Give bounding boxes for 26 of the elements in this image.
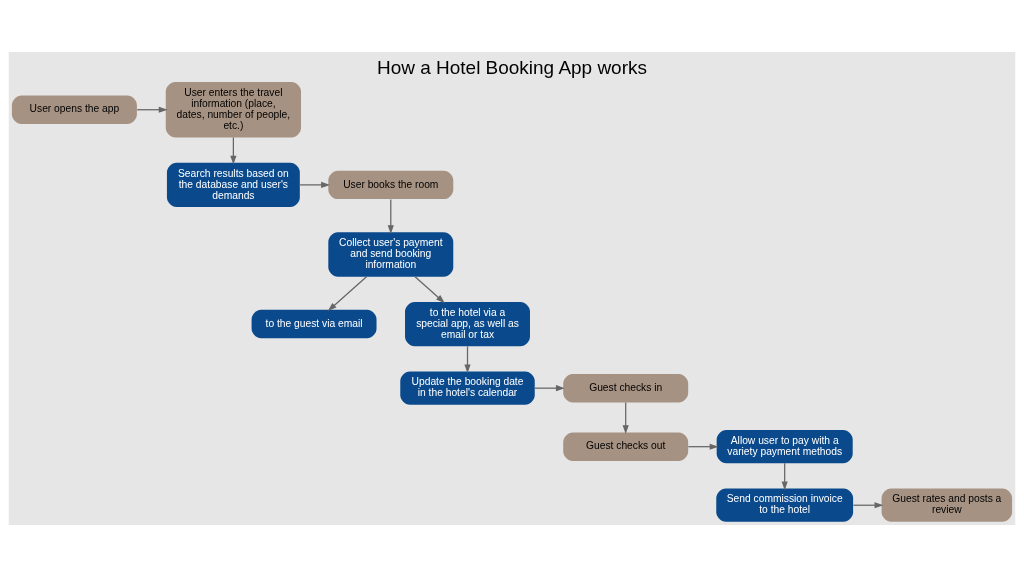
node-box: to the guest via email — [251, 309, 377, 339]
node-box: Guest checks in — [563, 373, 689, 403]
node-box: Search results based on the database and user's demands — [166, 162, 300, 208]
arrow — [687, 443, 719, 450]
node-box: Update the booking date in the hotel's calendar — [400, 371, 535, 405]
arrow — [852, 502, 884, 509]
arrow — [414, 276, 445, 304]
arrow — [299, 181, 330, 188]
arrow — [534, 385, 565, 392]
node-box: Send commission invoice to the hotel — [716, 488, 854, 522]
node-box: User books the room — [328, 170, 454, 200]
arrow — [464, 345, 471, 374]
arrow — [136, 106, 168, 113]
arrow — [387, 198, 394, 235]
arrow — [230, 136, 237, 165]
node-box: Allow user to pay with a variety payment methods — [716, 430, 853, 464]
diagram-title: How a Hotel Booking App works — [377, 56, 647, 78]
node-box: User enters the travel information (place, dates, number of people, etc.) — [165, 82, 301, 138]
node-box: to the hotel via a special app, as well as email or tax — [405, 301, 530, 347]
arrow — [781, 462, 788, 491]
node-box: Guest rates and posts a review — [881, 488, 1013, 522]
node-box: User opens the app — [11, 95, 137, 124]
arrow — [622, 401, 629, 435]
node-box: Guest checks out — [563, 432, 689, 461]
arrow — [327, 276, 368, 312]
node-box: Collect user's payment and send booking information — [328, 232, 454, 277]
